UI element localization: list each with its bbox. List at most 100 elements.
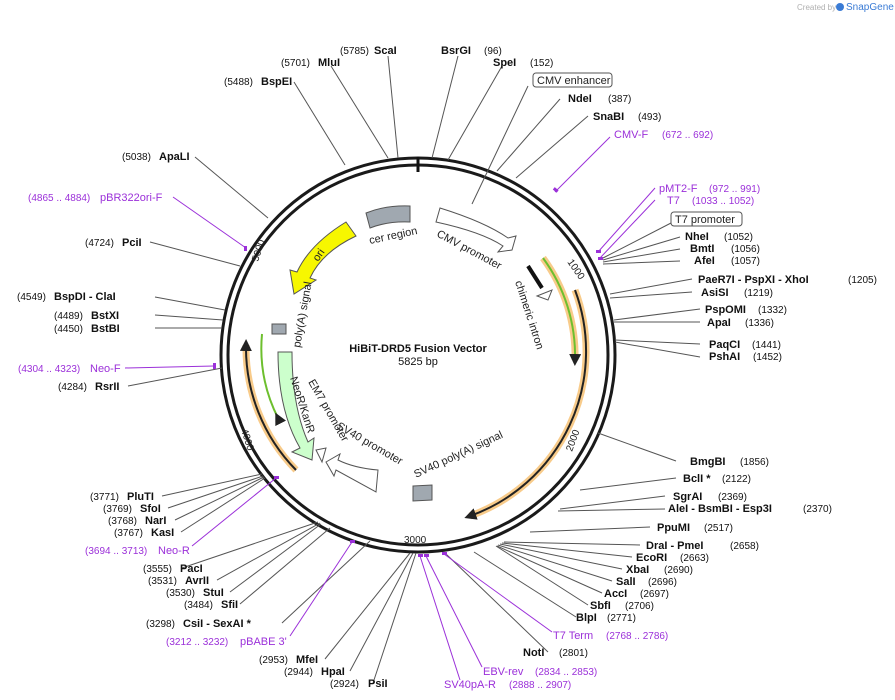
map-size: 5825 bp: [398, 356, 438, 368]
site-bcli-pos: (2122): [722, 474, 751, 485]
em7-promoter-arrow: [315, 447, 327, 464]
primer-neo-r: Neo-R: [158, 545, 190, 557]
site-mlui: MluI: [318, 57, 340, 69]
site-acci-pos: (2697): [640, 589, 669, 600]
cmv-promoter-arrow: [435, 207, 517, 253]
site-stui-pos: (3530): [166, 588, 195, 599]
t7-promoter-box: [670, 211, 743, 227]
feature-cer-region: cer region: [368, 225, 418, 247]
site-pcii: PciI: [122, 237, 142, 249]
cer-region-shape: [365, 205, 411, 229]
site-stui: StuI: [203, 587, 224, 599]
site-nari-pos: (3768): [108, 516, 137, 527]
site-ndei: NdeI: [568, 93, 592, 105]
site-sfii-pos: (3484): [184, 600, 213, 611]
created-by-text: Created by: [797, 3, 836, 12]
site-noti-pos: (2801): [559, 648, 588, 659]
chimeric-intron-mark: [526, 264, 544, 290]
primer-sv40pa-r: SV40pA-R: [444, 679, 496, 691]
primer-pbr322ori-f-range: (4865 .. 4884): [28, 193, 90, 204]
site-mfei-pos: (2953): [259, 655, 288, 666]
site-drai-pmei: DraI - PmeI: [646, 540, 703, 552]
site-hpai: HpaI: [321, 666, 345, 678]
site-ppumi: PpuMI: [657, 522, 690, 534]
site-asisi: AsiSI: [701, 287, 729, 299]
site-sgrai: SgrAI: [673, 491, 702, 503]
site-pspomi: PspOMI: [705, 304, 746, 316]
site-alei-bsmbi-esp3i-pos: (2370): [803, 504, 832, 515]
site-paer7i-pspxi-xhoi-pos: (1205): [848, 275, 877, 286]
site-nhei-pos: (1052): [724, 232, 753, 243]
feature-chimeric-intron: chimeric intron: [512, 279, 546, 351]
site-ndei-pos: (387): [608, 94, 631, 105]
site-apali: ApaLI: [159, 151, 190, 163]
site-acci: AccI: [604, 588, 627, 600]
chimeric-intron-arrow: [535, 289, 553, 301]
primer-pmt2-f-range: (972 .. 991): [709, 184, 760, 195]
tick-5000: 5000: [250, 238, 267, 263]
site-sfii: SfiI: [221, 599, 238, 611]
site-bstxi-pos: (4489): [54, 311, 83, 322]
primer-pbr322ori-f: pBR322ori-F: [100, 192, 163, 204]
site-pluti-pos: (3771): [90, 492, 119, 503]
site-sali: SalI: [616, 576, 636, 588]
feature-sv40-polya-signal: SV40 poly(A) signal: [412, 429, 505, 481]
site-sbfi-pos: (2706): [625, 601, 654, 612]
primer-labels: CMV-F (672 .. 692) pMT2-F (972 .. 991) T…: [18, 129, 760, 691]
site-blpi-pos: (2771): [607, 613, 636, 624]
orf-arcs: [239, 255, 590, 520]
site-bstbi-pos: (4450): [54, 324, 83, 335]
site-bcli: BclI *: [683, 473, 711, 485]
primer-leaders: [124, 136, 656, 681]
backbone-ring: [219, 156, 617, 554]
site-bmti: BmtI: [690, 243, 714, 255]
primer-ebv-rev: EBV-rev: [483, 666, 524, 678]
site-avrii: AvrII: [185, 575, 209, 587]
site-bspei: BspEI: [261, 76, 292, 88]
primer-neo-r-range: (3694 .. 3713): [85, 546, 147, 557]
site-scai: ScaI: [374, 45, 397, 57]
site-mfei: MfeI: [296, 654, 318, 666]
site-ppumi-pos: (2517): [704, 523, 733, 534]
boxed-features: CMV enhancer T7 promoter: [532, 72, 743, 227]
primer-t7-term: T7 Term: [553, 630, 593, 642]
primer-markers: [213, 187, 603, 557]
site-apai-pos: (1336): [745, 318, 774, 329]
site-blpi: BlpI: [576, 612, 597, 624]
brand-text: SnapGene: [846, 2, 894, 13]
site-asisi-pos: (1219): [744, 288, 773, 299]
neor-kanr-arrow: [277, 351, 315, 461]
site-afei: AfeI: [694, 255, 715, 267]
map-title: HiBiT-DRD5 Fusion Vector: [349, 343, 487, 355]
site-paci: PacI: [180, 563, 203, 575]
site-xbai-pos: (2690): [664, 565, 693, 576]
site-snabi-pos: (493): [638, 112, 661, 123]
primer-neo-f: Neo-F: [90, 363, 121, 375]
primer-t7: T7: [667, 195, 680, 207]
boxed-cmv-enhancer: CMV enhancer: [537, 75, 611, 87]
site-alei-bsmbi-esp3i: AleI - BsmBI - Esp3I: [668, 503, 772, 515]
site-kasi: KasI: [151, 527, 174, 539]
site-ecori-pos: (2663): [680, 553, 709, 564]
site-xbai: XbaI: [626, 564, 649, 576]
site-afei-pos: (1057): [731, 256, 760, 267]
site-bspdi-clai-pos: (4549): [17, 292, 46, 303]
site-snabi: SnaBI: [593, 111, 624, 123]
primer-pbabe-3-range: (3212 .. 3232): [166, 637, 228, 648]
site-bspdi-clai: BspDI - ClaI: [54, 291, 116, 303]
site-sfoi-pos: (3769): [103, 504, 132, 515]
site-sfoi: SfoI: [140, 503, 161, 515]
site-bmti-pos: (1056): [731, 244, 760, 255]
site-rsrii: RsrII: [95, 381, 119, 393]
feature-sv40-promoter: SV40 promoter: [335, 420, 405, 468]
site-rsrii-pos: (4284): [58, 382, 87, 393]
site-paqci: PaqCI: [709, 339, 740, 351]
site-apai: ApaI: [707, 317, 731, 329]
site-csii-sexai-pos: (3298): [146, 619, 175, 630]
sv40-promoter-arrow: [325, 452, 379, 493]
site-bstbi: BstBI: [91, 323, 120, 335]
site-noti: NotI: [523, 647, 544, 659]
site-paci-pos: (3555): [143, 564, 172, 575]
site-bsrgi-pos: (96): [484, 46, 502, 57]
